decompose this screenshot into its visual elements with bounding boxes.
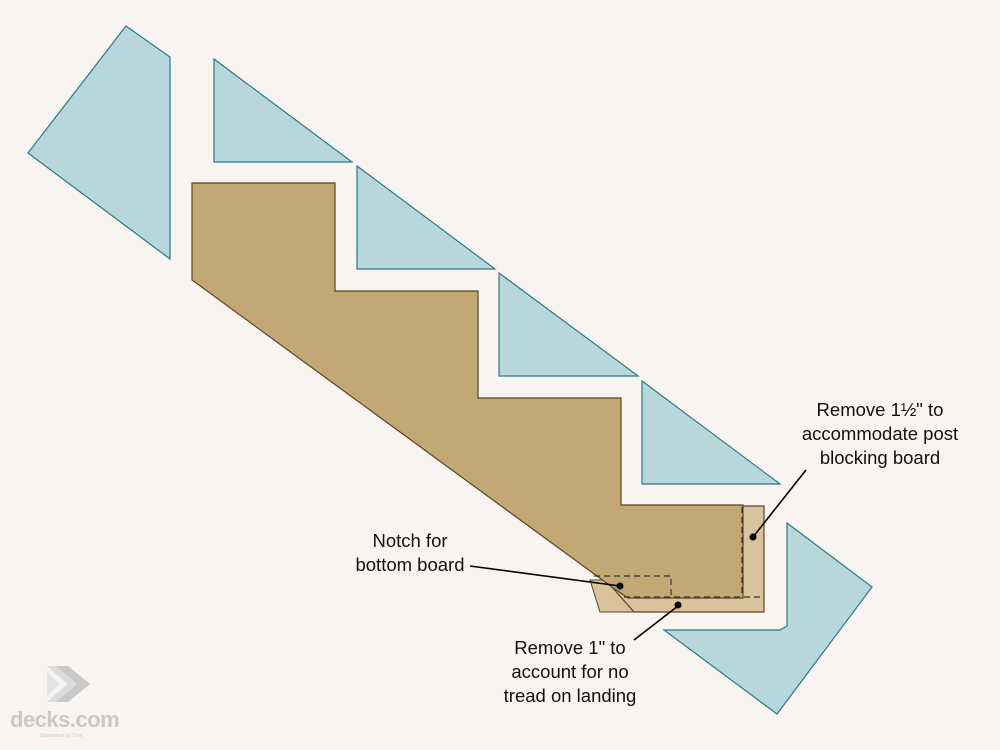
callout-notch-line-2: bottom board	[355, 554, 465, 575]
leader-dot-bottom	[674, 601, 682, 609]
callout-notch-bottom-board: Notch for bottom board	[320, 529, 500, 577]
leader-dot-notch	[616, 582, 624, 590]
leader-line-notch	[469, 565, 621, 587]
tread-2	[356, 164, 497, 270]
tread-4	[641, 379, 782, 485]
stringer-bottom-outline	[611, 505, 765, 613]
landing-block	[662, 521, 873, 715]
callout-remove-landing-tread: Remove 1" to account for no tread on lan…	[470, 636, 670, 708]
callout-top-line-1: Remove 1½" to	[816, 399, 944, 420]
brand-tagline: Sponsored by Trex	[40, 733, 82, 739]
callout-top-line-2: accommodate post	[801, 423, 959, 444]
leader-line-bottom	[633, 605, 679, 641]
callout-bottom-line-1: Remove 1" to	[514, 637, 626, 658]
callout-remove-post-blocking: Remove 1½" to accommodate post blocking …	[760, 398, 1000, 470]
callout-notch-line-1: Notch for	[372, 530, 448, 551]
brand-logo-text: decks.com	[10, 707, 120, 732]
callout-bottom-line-3: tread on landing	[503, 685, 637, 706]
callout-bottom-line-2: account for no	[511, 661, 629, 682]
leader-line-top	[752, 469, 807, 538]
chevron-arrows-icon	[47, 666, 90, 702]
callout-top-line-3: blocking board	[819, 447, 941, 468]
tread-1	[213, 57, 354, 163]
notch-cut-line	[594, 575, 672, 597]
upper-deck-block	[27, 25, 171, 261]
tread-3	[498, 271, 640, 377]
leader-dot-top	[749, 533, 757, 541]
